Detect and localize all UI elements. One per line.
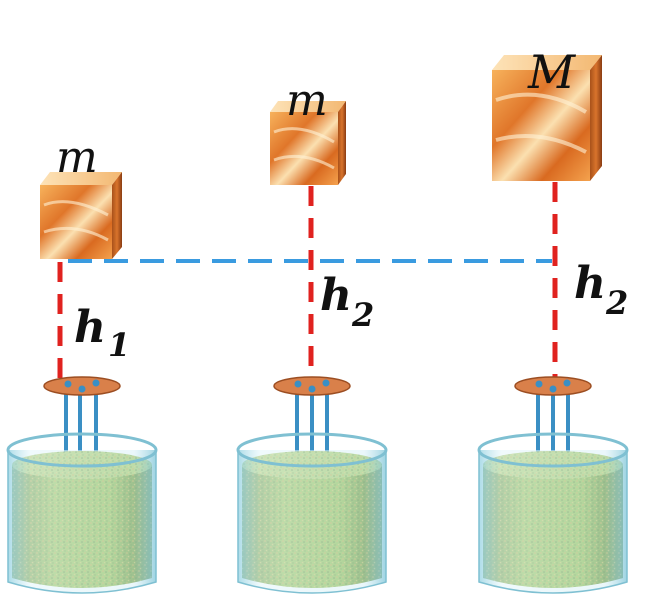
- block-middle: [270, 101, 346, 185]
- mass-label-right: M: [527, 45, 577, 99]
- height-label-middle-sub: 2: [351, 296, 374, 334]
- sand-container-left: [6, 376, 158, 594]
- height-label-right-sub: 2: [605, 284, 628, 322]
- height-label-middle-main: h: [320, 270, 352, 321]
- height-label-left-sub: 1: [108, 326, 130, 364]
- sand-container-middle: [236, 376, 388, 594]
- block-right: [492, 55, 602, 181]
- height-label-left-main: h: [74, 302, 106, 353]
- mass-label-middle: m: [286, 75, 328, 126]
- block-left: [40, 172, 122, 259]
- height-label-right: h 2: [574, 258, 628, 322]
- height-label-left: h 1: [74, 302, 130, 364]
- mass-label-left: m: [56, 132, 98, 183]
- sand-container-right: [477, 376, 629, 594]
- height-label-right-main: h: [574, 258, 606, 309]
- height-label-middle: h 2: [320, 270, 374, 334]
